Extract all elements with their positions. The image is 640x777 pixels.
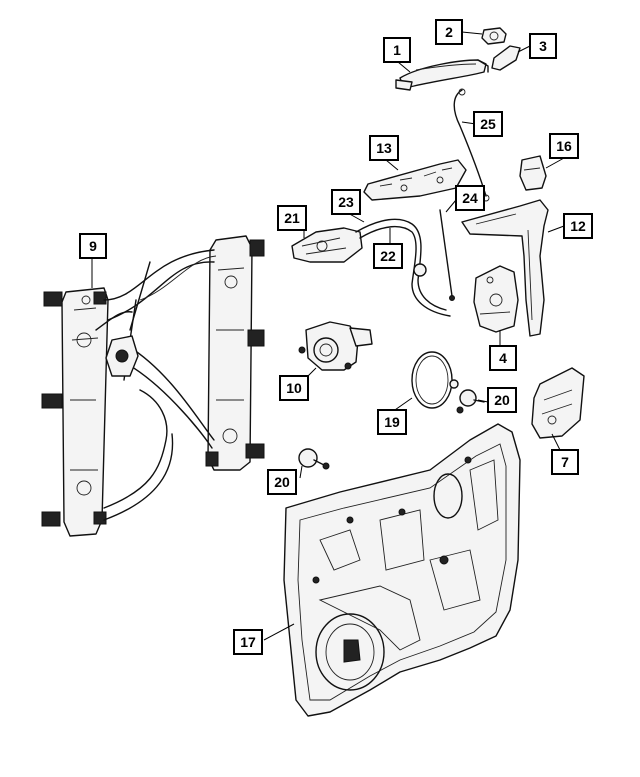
callout-24: 24 <box>455 185 485 211</box>
svg-text:17: 17 <box>240 634 256 650</box>
callout-20-right: 20 <box>487 387 517 413</box>
part-13-handle-carrier <box>363 159 467 201</box>
part-20-left-fastener <box>298 448 330 470</box>
callout-3: 3 <box>529 33 557 59</box>
callout-23: 23 <box>331 189 361 215</box>
callout-12: 12 <box>563 213 593 239</box>
callout-2: 2 <box>435 19 463 45</box>
svg-text:2: 2 <box>445 24 453 40</box>
part-2-lock-cap <box>481 27 507 45</box>
svg-text:16: 16 <box>556 138 572 154</box>
callout-16: 16 <box>549 133 579 159</box>
part-25-cable <box>453 88 490 202</box>
part-4-door-latch <box>473 265 519 333</box>
svg-text:12: 12 <box>570 218 586 234</box>
callout-1: 1 <box>383 37 411 63</box>
svg-text:20: 20 <box>494 392 510 408</box>
callout-19: 19 <box>377 409 407 435</box>
svg-text:7: 7 <box>561 454 569 470</box>
svg-text:1: 1 <box>393 42 401 58</box>
svg-text:3: 3 <box>539 38 547 54</box>
svg-text:10: 10 <box>286 380 302 396</box>
part-1-exterior-handle <box>395 59 489 91</box>
part-16-bracket <box>519 155 547 191</box>
svg-text:24: 24 <box>462 190 478 206</box>
part-20-right-fastener <box>456 389 485 414</box>
part-9-window-regulator <box>41 235 265 537</box>
part-12-glass-channel <box>461 199 549 337</box>
svg-text:4: 4 <box>499 350 507 366</box>
callout-13: 13 <box>369 135 399 161</box>
callout-21: 21 <box>277 205 307 231</box>
callout-7: 7 <box>551 449 579 475</box>
callout-4: 4 <box>489 345 517 371</box>
part-17-door-module-panel <box>283 423 521 717</box>
part-19-speaker-seal <box>411 351 459 409</box>
svg-text:9: 9 <box>89 238 97 254</box>
part-10-window-motor <box>298 321 373 371</box>
svg-text:21: 21 <box>284 210 300 226</box>
callout-20-left: 20 <box>267 469 297 495</box>
svg-text:19: 19 <box>384 414 400 430</box>
part-21-latch-actuator <box>291 227 363 263</box>
svg-text:20: 20 <box>274 474 290 490</box>
part-24-rod <box>439 209 455 301</box>
part-7-module <box>531 367 585 439</box>
callout-10: 10 <box>279 375 309 401</box>
callout-22: 22 <box>373 243 403 269</box>
callout-25: 25 <box>473 111 503 137</box>
svg-text:22: 22 <box>380 248 396 264</box>
svg-text:25: 25 <box>480 116 496 132</box>
part-23-22-cable-harness <box>355 218 451 317</box>
part-3-handle-bezel <box>491 45 521 71</box>
svg-text:13: 13 <box>376 140 392 156</box>
callout-9: 9 <box>79 233 107 259</box>
svg-text:23: 23 <box>338 194 354 210</box>
callout-17: 17 <box>233 629 263 655</box>
leader-lines <box>91 31 565 641</box>
